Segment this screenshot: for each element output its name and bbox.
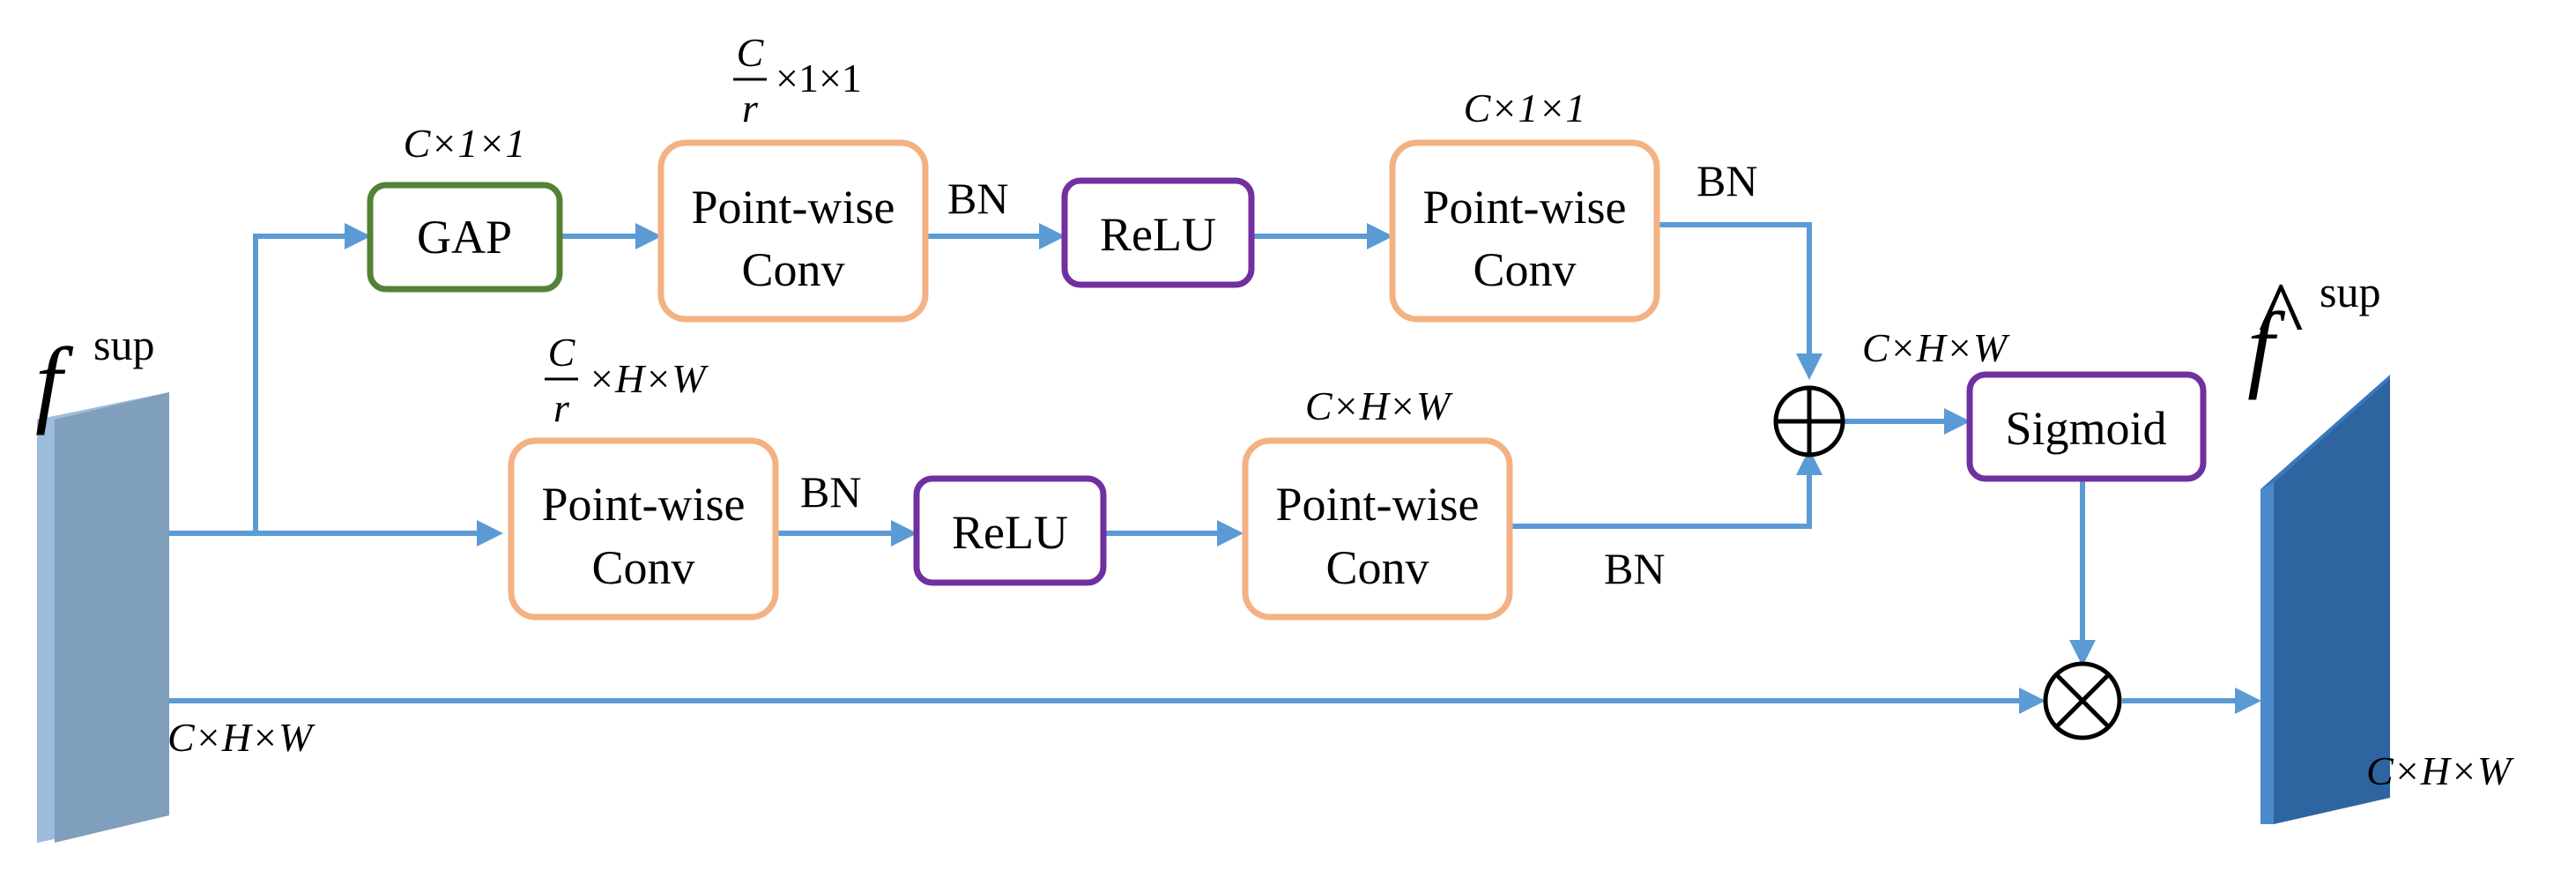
gap-box [367,182,563,293]
local-conv2-line1: Point-wise [1275,478,1479,531]
global-relu-label: ReLU [1100,208,1216,261]
input-superscript: sup [93,320,154,369]
global-conv1-line1: Point-wise [691,181,895,234]
global-conv2-line2: Conv [1473,243,1576,296]
local-conv1-box [508,437,779,621]
output-superscript: sup [2320,267,2380,316]
add-icon [1776,388,1843,455]
gap-label: GAP [417,211,512,264]
global-conv1-box [657,139,929,323]
sigmoid-box [1966,371,2207,482]
global-conv1-dim-denominator: r [742,86,759,130]
global-conv2-dim-label: C×1×1 [1464,86,1586,130]
output-dim-label: C×H×W [2366,748,2514,793]
input-feature-slab [37,392,169,843]
local-conv2-line2: Conv [1325,541,1429,594]
connectors [169,222,2261,714]
local-relu-label: ReLU [952,506,1068,559]
global-conv1-dim-numerator: C [737,30,765,75]
local-bn2-label: BN [1604,544,1665,593]
add-dim-label: C×H×W [1862,325,2010,370]
local-conv1-line2: Conv [591,541,694,594]
output-hat: ^ [2256,262,2303,369]
local-conv2-box [1242,437,1513,621]
global-conv1-dim-rest: ×1×1 [776,56,862,100]
sigmoid-label: Sigmoid [2005,402,2166,455]
local-conv1-line1: Point-wise [541,478,745,531]
local-conv2-dim-label: C×H×W [1305,383,1453,428]
output-feature-slab [2260,375,2390,824]
local-conv1-dim-rest: ×H×W [588,356,709,401]
local-conv1-dim-denominator: r [553,385,570,430]
global-bn2-label: BN [1696,156,1757,205]
local-bn1-label: BN [800,467,861,517]
gap-dim-label: C×1×1 [404,121,526,166]
input-dim-label: C×H×W [167,715,316,760]
global-bn1-label: BN [947,174,1008,223]
global-conv2-box [1389,139,1660,323]
global-conv1-line2: Conv [741,243,844,296]
local-conv1-dim-numerator: C [548,330,576,375]
multiply-icon [2054,673,2111,729]
global-conv2-line1: Point-wise [1422,181,1626,234]
global-relu-box [1061,177,1255,288]
local-relu-box [913,475,1107,586]
